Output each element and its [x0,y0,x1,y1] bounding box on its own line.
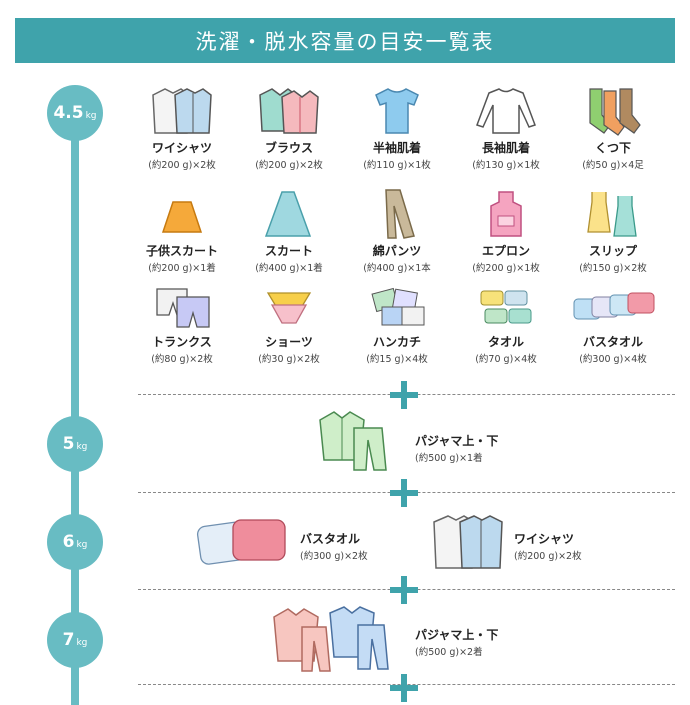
item-qty: (約400 g)×1本 [363,263,431,274]
item-qty: (約150 g)×2枚 [579,263,647,274]
item-kids-skirt: 子供スカート (約200 g)×1着 [127,188,237,274]
item-name: ショーツ [265,335,313,349]
item-qty: (約50 g)×4足 [582,160,644,171]
dress-shirt-icon [433,515,503,569]
page-title: 洗濯・脱水容量の目安一覧表 [195,29,495,54]
item-qty: (約130 g)×1枚 [472,160,540,171]
item-trunks: トランクス (約80 g)×2枚 [127,285,237,365]
item-dress-shirt: ワイシャツ (約200 g)×2枚 [127,85,237,171]
item-bath-towel-6kg: バスタオル (約300 g)×2枚 [300,528,368,562]
level-value: 7 [62,630,75,650]
level-unit: kg [85,110,97,121]
item-towel: タオル (約70 g)×4枚 [451,285,561,365]
item-blouse: ブラウス (約200 g)×2枚 [234,85,344,171]
item-shorts: ショーツ (約30 g)×2枚 [234,285,344,365]
item-qty: (約200 g)×1着 [148,263,216,274]
item-qty: (約200 g)×1枚 [472,263,540,274]
trunks-icon [156,288,210,328]
plus-icon [390,576,418,604]
item-name: 子供スカート [145,244,218,258]
tshirt-icon [375,88,419,134]
item-long-sleeve-undershirt: 長袖肌着 (約130 g)×1枚 [451,85,561,171]
long-sleeve-shirt-icon [476,88,536,134]
item-slip: スリップ (約150 g)×2枚 [558,188,668,274]
item-qty: (約200 g)×2枚 [255,160,323,171]
item-qty: (約110 g)×1枚 [363,160,431,171]
item-apron: エプロン (約200 g)×1枚 [451,188,561,274]
item-qty: (約300 g)×4枚 [579,354,647,365]
blouse-icon [259,88,319,134]
level-value: 4.5 [53,103,84,123]
socks-icon [589,88,641,136]
plus-icon [390,381,418,409]
item-handkerchief: ハンカチ (約15 g)×4枚 [342,285,452,365]
item-name: バスタオル [300,532,361,546]
item-name: エプロン [481,244,530,258]
item-qty: (約500 g)×1着 [415,453,483,464]
item-name: ワイシャツ [151,141,212,155]
item-name: ブラウス [264,141,313,155]
item-name: バスタオル [582,335,643,349]
dress-shirt-icon [152,88,212,134]
level-unit: kg [76,441,88,452]
item-name: タオル [487,335,524,349]
level-value: 5 [62,434,75,454]
item-cotton-pants: 綿パンツ (約400 g)×1本 [342,188,452,274]
item-qty: (約15 g)×4枚 [366,354,428,365]
item-socks: くつ下 (約50 g)×4足 [558,85,668,171]
item-qty: (約70 g)×4枚 [475,354,537,365]
item-name: トランクス [152,335,212,349]
item-name: ワイシャツ [514,532,575,546]
item-name: パジャマ上・下 [415,628,499,642]
pajamas-green-icon [319,411,387,471]
item-name: スリップ [588,244,637,258]
item-dress-shirt-6kg: ワイシャツ (約200 g)×2枚 [514,528,582,562]
level-value: 6 [62,532,75,552]
plus-icon [390,674,418,702]
item-qty: (約300 g)×2枚 [300,551,368,562]
title-banner: 洗濯・脱水容量の目安一覧表 [15,18,675,63]
item-pajamas-7kg: パジャマ上・下 (約500 g)×2着 [415,624,498,658]
pants-icon [385,189,415,239]
shorts-icon [266,292,312,324]
level-unit: kg [76,539,88,550]
item-qty: (約500 g)×2着 [415,647,483,658]
skirt-icon [264,191,312,237]
item-bath-towel: バスタオル (約300 g)×4枚 [558,285,668,365]
apron-icon [490,191,522,237]
handkerchief-icon [371,287,425,326]
level-unit: kg [76,637,88,648]
item-name: 長袖肌着 [481,141,530,155]
bath-towel-pair-icon [196,519,286,565]
item-name: ハンカチ [372,335,421,349]
item-qty: (約200 g)×2枚 [514,551,582,562]
item-qty: (約200 g)×2枚 [148,160,216,171]
item-short-sleeve-undershirt: 半袖肌着 (約110 g)×1枚 [342,85,452,171]
item-name: 半袖肌着 [372,141,421,155]
item-qty: (約400 g)×1着 [255,263,323,274]
bath-towel-icon [573,292,655,320]
item-name: パジャマ上・下 [415,434,499,448]
timeline-line [71,105,79,705]
pajamas-pair-icon [273,606,389,672]
item-pajamas-5kg: パジャマ上・下 (約500 g)×1着 [415,430,498,464]
kids-skirt-icon [161,201,203,233]
item-qty: (約30 g)×2枚 [258,354,320,365]
item-name: くつ下 [594,141,631,155]
item-skirt: スカート (約400 g)×1着 [234,188,344,274]
slip-icon [587,192,637,237]
item-name: 綿パンツ [372,244,422,258]
towel-icon [480,290,532,324]
item-name: スカート [264,244,313,258]
item-qty: (約80 g)×2枚 [151,354,213,365]
plus-icon [390,479,418,507]
